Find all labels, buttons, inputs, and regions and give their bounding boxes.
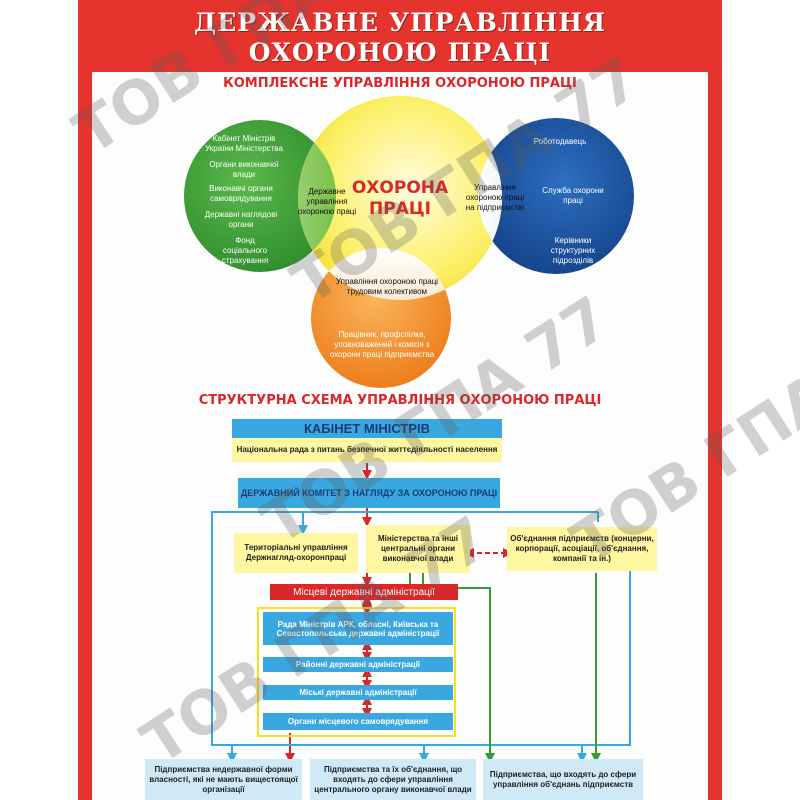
orange-yellow-overlap-text: Управління охороною праці трудовим колек… — [335, 277, 439, 296]
venn-center-line2: ПРАЦІ — [369, 199, 431, 219]
ministries-box: Міністерства та інші центральні органи в… — [366, 525, 470, 573]
title-line-2: ОХОРОНОЮ ПРАЦІ — [248, 38, 552, 67]
national-council-box: Національна рада з питань безпечної житт… — [232, 438, 502, 462]
district-admins-box: Районні державні адміністрації — [263, 657, 453, 672]
green-circle — [184, 120, 336, 272]
cabinet-box: КАБІНЕТ МІНІСТРІВ — [232, 419, 502, 438]
bottom-box-1: Підприємства недержавної форми власності… — [145, 759, 302, 800]
green-item-3: Виконавчі органи самоврядування — [209, 184, 273, 203]
venn-center-line1: ОХОРОНА — [351, 178, 449, 198]
green-item-5: Фонд соціального страхування — [221, 236, 269, 265]
section-title-complex: КОМПЛЕКСНЕ УПРАВЛІННЯ ОХОРОНОЮ ПРАЦІ — [223, 76, 577, 91]
blue-item-3: Керівники структурних підрозділів — [550, 236, 596, 265]
bottom-box-3: Підприємства, що входять до сфери управл… — [483, 759, 643, 800]
territorial-box: Територіальні управління Держнагляд-охор… — [234, 533, 358, 573]
green-yellow-overlap-text: Державне управління охороною праці — [297, 187, 357, 216]
blue-item-1: Роботодавець — [533, 137, 587, 146]
associations-box: Об'єднання підприємств (концерни, корпор… — [507, 527, 657, 571]
self-gov-box: Органи місцевого самоврядування — [263, 713, 453, 730]
green-item-1: Кабінет Міністрів України Міністерства — [205, 134, 283, 153]
green-item-4: Державні наглядові органи — [204, 210, 278, 229]
blue-circle — [478, 118, 634, 274]
venn-center-title: ОХОРОНА ПРАЦІ — [345, 178, 455, 220]
poster-title: ДЕРЖАВНЕ УПРАВЛІННЯ ОХОРОНОЮ ПРАЦІ — [78, 8, 722, 68]
title-line-1: ДЕРЖАВНЕ УПРАВЛІННЯ — [193, 8, 607, 37]
orange-item-text: Працівник, профспілка, уповноважений і к… — [329, 330, 435, 359]
blue-item-2: Служба охорони праці — [542, 186, 604, 205]
green-item-2: Органи виконавчої влади — [209, 160, 279, 179]
yellow-circle — [298, 96, 502, 300]
local-admins-box: Місцеві державні адміністрації — [270, 584, 458, 600]
blue-yellow-overlap-text: Управління охороною праці на підприємств… — [465, 183, 525, 212]
rada-arc-box: Рада Міністрів АРК, обласні, Київська та… — [263, 612, 453, 645]
section-title-structure: СТРУКТУРНА СХЕМА УПРАВЛІННЯ ОХОРОНОЮ ПРА… — [198, 393, 602, 408]
state-committee-box: ДЕРЖАВНИЙ КОМІТЕТ З НАГЛЯДУ ЗА ОХОРОНОЮ … — [238, 478, 500, 508]
city-admins-box: Міські державні адміністрації — [263, 685, 453, 700]
orange-yellow-overlap — [311, 248, 451, 300]
bottom-box-2: Підприємства та їх об'єднання, що входят… — [310, 759, 476, 800]
